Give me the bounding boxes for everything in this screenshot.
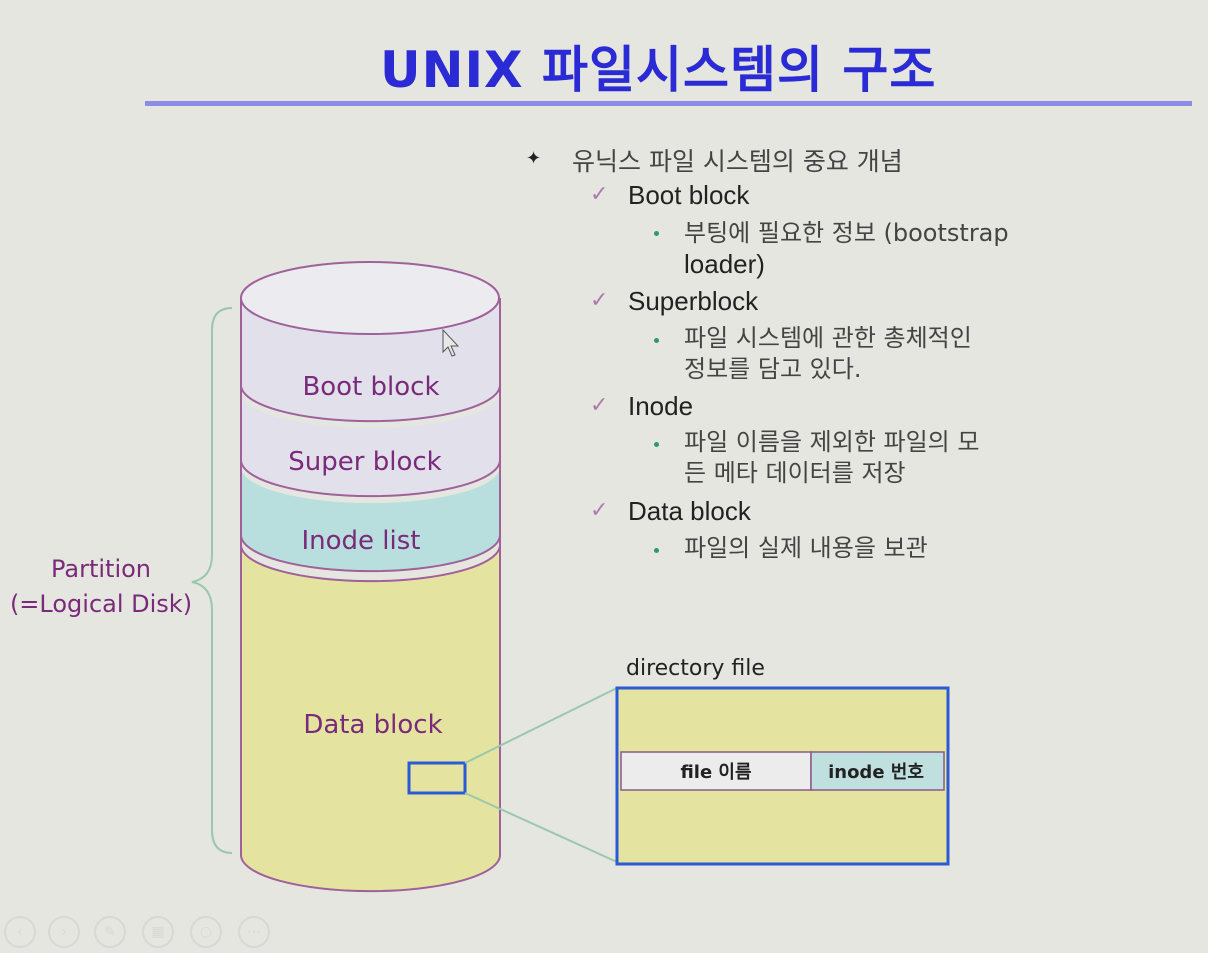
- boot-bottom-edge: [240, 384, 501, 423]
- inode-bottom-edge: [240, 534, 501, 573]
- desc-boot-line2: loader): [684, 249, 765, 279]
- bullet-dot-icon: [654, 338, 659, 343]
- label-data-block: Data block: [303, 710, 442, 740]
- title-underline: [145, 101, 1192, 106]
- desc-super-line2: 정보를 담고 있다.: [684, 355, 862, 383]
- inode-list-segment: [241, 467, 500, 572]
- bullet-dot-icon: [654, 231, 659, 236]
- zoom-connector-top: [464, 687, 618, 764]
- directory-file-label: directory file: [626, 656, 765, 681]
- desc-inode-line2: 든 메타 데이터를 저장: [684, 459, 906, 487]
- inode-number-column: inode 번호: [828, 762, 924, 783]
- desc-super-line1: 파일 시스템에 관한 총체적인: [684, 324, 972, 352]
- partition-label: Partition: [51, 555, 151, 583]
- zoom-connector-bottom: [464, 792, 618, 863]
- file-name-column: file 이름: [680, 762, 751, 783]
- checkmark-icon: ✓: [590, 498, 609, 523]
- desc-boot-line1: 부팅에 필요한 정보 (bootstrap: [684, 218, 1009, 249]
- directory-entry-highlight: [407, 761, 467, 795]
- previous-slide-icon[interactable]: ‹: [4, 916, 36, 948]
- term-boot-block: Boot block: [628, 180, 750, 210]
- pen-icon[interactable]: ✎: [94, 916, 126, 948]
- term-inode: Inode: [628, 391, 694, 421]
- super-bottom-edge: [240, 459, 501, 498]
- bullet-dot-icon: [654, 548, 659, 553]
- desc-boot-line1-text: 부팅에 필요한 정보 (bootstrap: [684, 219, 1009, 247]
- arrow-bullet-icon: ✦: [526, 148, 542, 169]
- label-super-block: Super block: [288, 447, 441, 477]
- file-name-cell: [620, 751, 812, 791]
- checkmark-icon: ✓: [590, 393, 609, 418]
- cylinder-top: [240, 261, 500, 335]
- mouse-cursor-icon: [442, 328, 460, 357]
- label-inode-list: Inode list: [301, 526, 420, 556]
- next-slide-icon[interactable]: ›: [48, 916, 80, 948]
- bullet-dot-icon: [654, 442, 659, 447]
- main-bullet: 유닉스 파일 시스템의 중요 개념: [572, 147, 903, 176]
- super-block-segment: [241, 392, 500, 497]
- label-boot-block: Boot block: [302, 372, 439, 402]
- term-superblock: Superblock: [628, 286, 759, 316]
- term-data-block: Data block: [628, 496, 751, 526]
- checkmark-icon: ✓: [590, 288, 609, 313]
- partition-sublabel: (=Logical Disk): [10, 590, 192, 618]
- slide-title: UNIX 파일시스템의 구조: [380, 41, 937, 99]
- partition-brace: [191, 307, 233, 854]
- slides-grid-icon[interactable]: ▦: [142, 916, 174, 948]
- zoom-icon[interactable]: ○: [190, 916, 222, 948]
- checkmark-icon: ✓: [590, 182, 609, 207]
- desc-inode-line1: 파일 이름을 제외한 파일의 모: [684, 428, 980, 456]
- inode-number-cell: [810, 751, 945, 791]
- desc-data-line1: 파일의 실제 내용을 보관: [684, 534, 928, 562]
- more-options-icon[interactable]: ⋯: [238, 916, 270, 948]
